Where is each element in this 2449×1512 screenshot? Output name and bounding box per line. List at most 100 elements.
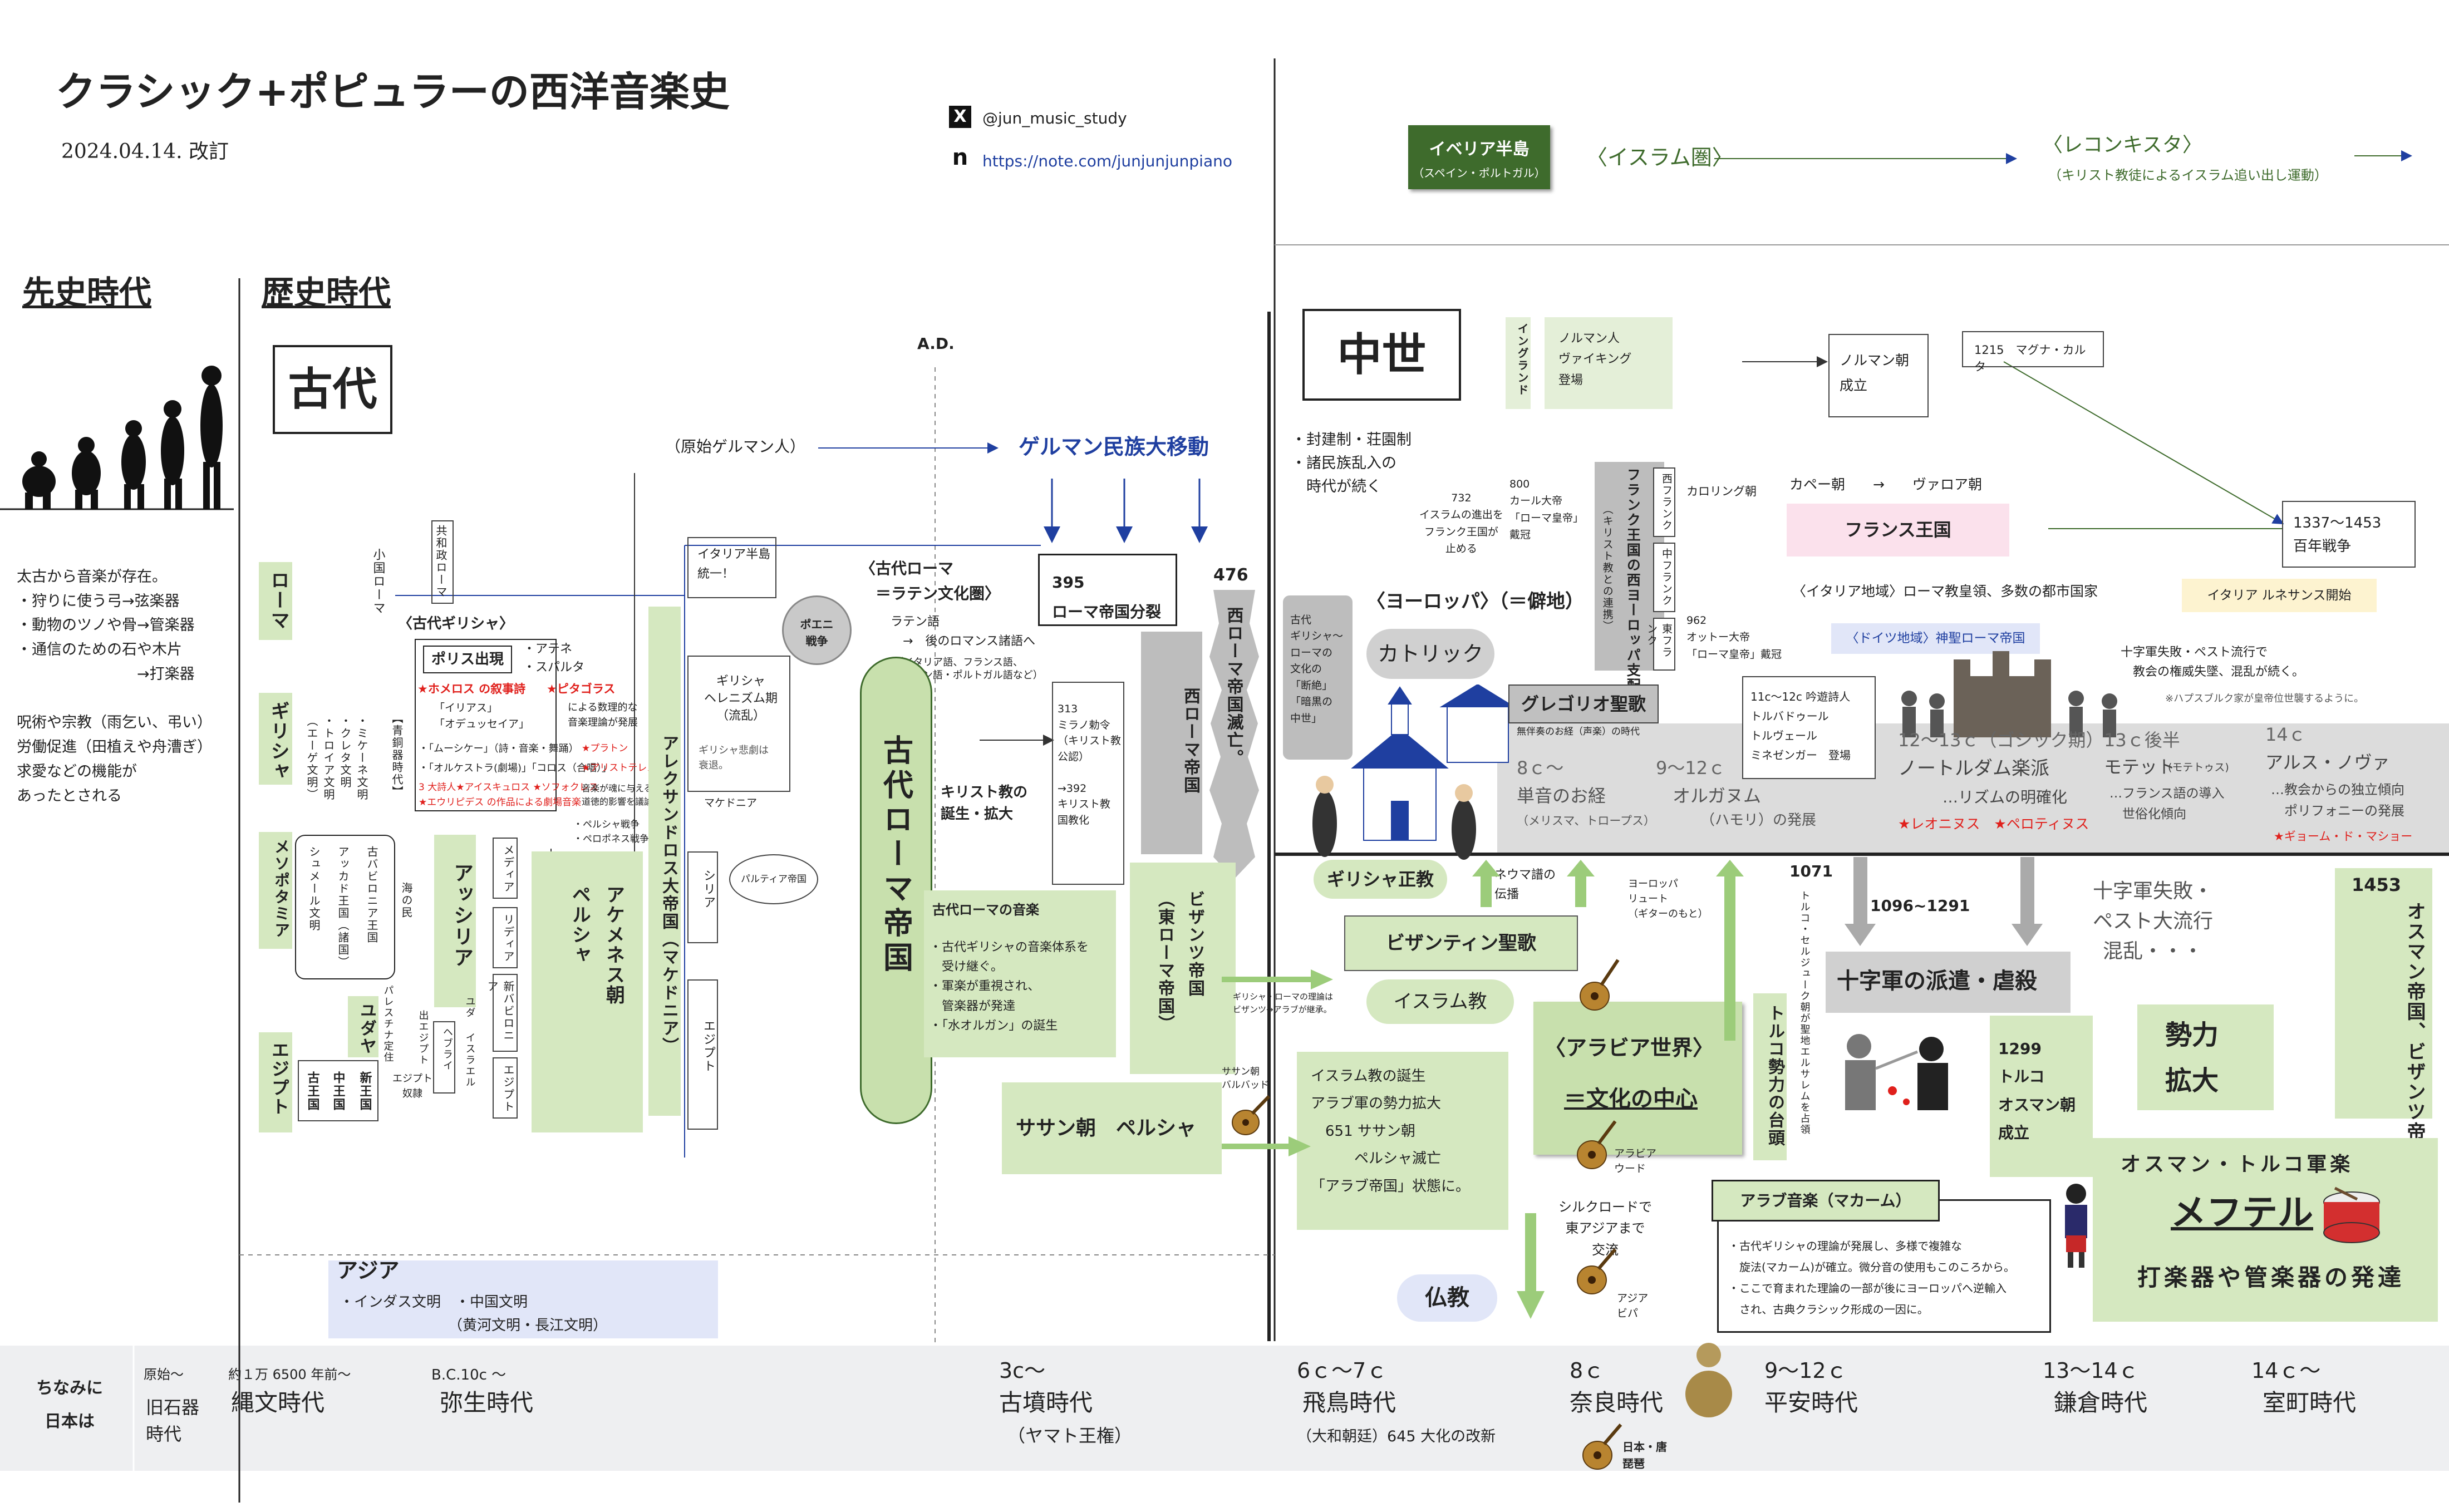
achaemenid xyxy=(532,851,643,1132)
iliad: 「イリアス」 「オデュッセイア」 xyxy=(434,702,530,730)
buddhism-badge: 仏教 xyxy=(1397,1274,1497,1322)
castle-knights-icon xyxy=(1901,651,2117,737)
note-logo-icon: n xyxy=(952,145,968,170)
mehter-title: オスマン・トルコ軍楽 xyxy=(2121,1153,2354,1176)
iberia-box: イベリア半島 （スペイン・ポルトガル） xyxy=(1408,125,1550,189)
biwa-asia-label: アジア ビパ xyxy=(1617,1292,1649,1319)
biwa-asia-icon xyxy=(1577,1248,1617,1294)
century-12-13: 12〜13ｃ（ゴシック期） xyxy=(1898,730,2104,751)
jomon-top: 約１万 6500 年前〜 xyxy=(228,1367,351,1382)
islam-zone-label: 〈イスラム圏〉 xyxy=(1586,145,1733,170)
arabia-world: 〈アラビア世界〉 xyxy=(1545,1036,1714,1060)
egypt-slave: エジプト 奴隷 xyxy=(392,1073,432,1100)
west-rome: 西ローマ帝国 xyxy=(1141,632,1202,854)
athens-sparta: ・アテネ ・スパルタ xyxy=(523,642,585,674)
ottoman: 1299 トルコ オスマン朝 成立 xyxy=(1998,1040,2076,1142)
lute-eu: ヨーロッパ リュート （ギターのもと） xyxy=(1628,878,1708,920)
crusade-fail: 十字軍失敗・ペスト流行で 教会の権威失墜、混乱が続く。 xyxy=(2121,646,2305,679)
leonin: ★レオニヌス ★ペロティヌス xyxy=(1898,816,2089,832)
century-8: 8ｃ〜 xyxy=(1517,757,1564,779)
catholic-badge: カトリック xyxy=(1366,629,1494,679)
arabia-box xyxy=(1533,1002,1742,1155)
ad-label: A.D. xyxy=(917,334,955,353)
byzantine-label: ビザンツ帝国 （東ローマ帝国） xyxy=(1155,890,1204,1033)
power: 勢力 拡大 xyxy=(2165,1020,2219,1096)
poets: 3 大詩人★アイスキュロス ★ソフォクレス xyxy=(419,782,598,793)
euripides: ★エウリピデス の作品による劇場音楽 xyxy=(419,797,582,808)
asia-title: アジア xyxy=(337,1258,400,1283)
mehter: メフテル xyxy=(2171,1193,2313,1234)
crusade-box xyxy=(1826,952,2071,1013)
year-1071: 1071 xyxy=(1789,862,1833,880)
egypt2-box: エジプト xyxy=(687,979,718,1130)
feudal-text: ・封建制・荘園制 ・諸民族乱入の 時代が続く xyxy=(1291,431,1412,495)
byzantine-empire xyxy=(1130,863,1236,1074)
region-judea: ユダヤ xyxy=(348,996,378,1057)
latin-lang: ラテン語 → 後のロマンス諸語へ xyxy=(891,615,1035,649)
monophony: 単音のお経 xyxy=(1517,785,1606,806)
christ-birth: キリスト教の 誕生・拡大 xyxy=(941,784,1028,823)
year-476: 476 xyxy=(1213,565,1248,585)
reconquista-label: 〈レコンキスタ〉 xyxy=(2043,134,2202,156)
mousike: ・「ムーシケー」（詩・音楽・舞踊） xyxy=(419,743,579,755)
paleo-top: 原始〜 xyxy=(144,1367,184,1382)
iberia-title: イベリア半島 xyxy=(1429,140,1530,159)
capet-valois: カペー朝 → ヴァロア朝 xyxy=(1789,476,1982,492)
kofun: 古墳時代 xyxy=(999,1389,1093,1416)
mesopotamia-box xyxy=(295,835,395,979)
ancient-heading: 古代 xyxy=(273,345,392,434)
punic-war-badge: ポエニ 戦争 xyxy=(782,595,852,665)
islam-religion: イスラム教 xyxy=(1366,979,1514,1024)
italy-region: 〈イタリア地域〉ローマ教皇領、多数の都市国家 xyxy=(1792,583,2098,599)
biwa-japan-icon xyxy=(1582,1424,1622,1470)
monophony-sub: （メリスマ、トロープス） xyxy=(1517,814,1656,828)
asuka-top: 6ｃ〜7ｃ xyxy=(1297,1358,1388,1383)
byzantine-chant: ビザンティン聖歌 xyxy=(1344,915,1578,971)
x-handle-link[interactable]: @jun_music_study xyxy=(982,109,1127,127)
rome-fall-zigzag xyxy=(1209,590,1259,879)
pythagoras: ★ピタゴラス xyxy=(547,682,616,696)
magna-box: 1215 マグナ・カルタ xyxy=(1962,331,2104,373)
babylonia: 古バビロニア王国 xyxy=(365,846,378,944)
organum: オルガヌム xyxy=(1673,785,1762,806)
machaut: ★ギョーム・ド・マショー xyxy=(2274,830,2413,843)
region-rome: ローマ xyxy=(259,562,292,640)
dark-age-note: 古代 ギリシャ〜 ローマの 文化の 「断絶」 「暗黒の 中世」 xyxy=(1290,614,1344,725)
dark-age-box xyxy=(1283,595,1353,760)
split-label: 395 ローマ帝国分裂 xyxy=(1052,573,1162,622)
year-732: 732 イスラムの進出を フランク王国が 止める xyxy=(1419,492,1503,555)
nara: 奈良時代 xyxy=(1570,1389,1664,1416)
note-url-link[interactable]: https://note.com/junjunjunpiano xyxy=(982,152,1232,170)
homer: ★ホメロス の叙事詩 xyxy=(417,682,526,696)
orchestra: ・「オルケストラ(劇場)」「コロス（合唱）」 xyxy=(419,762,612,774)
sassanid-label: ササン朝 ペルシャ xyxy=(1016,1117,1197,1140)
century-13: 13ｃ後半 xyxy=(2104,730,2180,751)
hellenism: ギリシャ ヘレニズム期 （流乱） xyxy=(704,674,778,723)
asia-text: ・インダス文明 ・中国文明 （黄河文明・長江文明） xyxy=(340,1294,608,1334)
palestine: パレスチナ定住 xyxy=(382,985,394,1063)
ancient-rome-empire-ellipse xyxy=(860,657,932,1124)
asuka-sub: （大和朝廷）645 大化の改新 xyxy=(1297,1428,1496,1445)
mid-frank: 中フランク xyxy=(1653,543,1675,612)
oud-icon xyxy=(1577,1120,1617,1169)
french-lyric: …フランス語の導入 世俗化傾向 xyxy=(2109,786,2225,821)
prehistory-text: 太古から音楽が存在。 ・狩りに使う弓→弦楽器 ・動物のツノや骨→管楽器 ・通信の… xyxy=(17,568,212,805)
oud-label: アラビア ウード xyxy=(1614,1147,1657,1175)
muromachi: 室町時代 xyxy=(2263,1389,2357,1416)
norman-box xyxy=(1545,317,1673,409)
power-box xyxy=(2137,1004,2274,1110)
silk-road: シルクロードで 東アジアまで 交流 xyxy=(1558,1199,1652,1258)
history-heading: 歴史時代 xyxy=(262,274,391,312)
muromachi-top: 14ｃ〜 xyxy=(2251,1358,2321,1383)
influence-arrows xyxy=(1472,860,1744,1319)
middle-kingdom: 中王国 xyxy=(331,1071,345,1111)
greek-title: 〈古代ギリシャ〉 xyxy=(398,615,514,632)
seljuk: トルコ・セルジューク朝が聖地エルサレムを占領 xyxy=(1798,890,1811,1135)
unaccomp-label: 無伴奏のお経（声楽）の時代 xyxy=(1517,726,1640,737)
barbat-label: ササン朝 バルバッド xyxy=(1222,1066,1269,1091)
latin-lang-sub: （イタリア語、フランス語、 スペイン語・ポルトガル語など） xyxy=(893,657,1043,681)
israel: イスラエル xyxy=(464,1032,476,1088)
new-kingdom: 新王国 xyxy=(357,1071,372,1111)
assyria: アッシリア xyxy=(434,835,476,1007)
hellenism-box xyxy=(687,656,790,792)
